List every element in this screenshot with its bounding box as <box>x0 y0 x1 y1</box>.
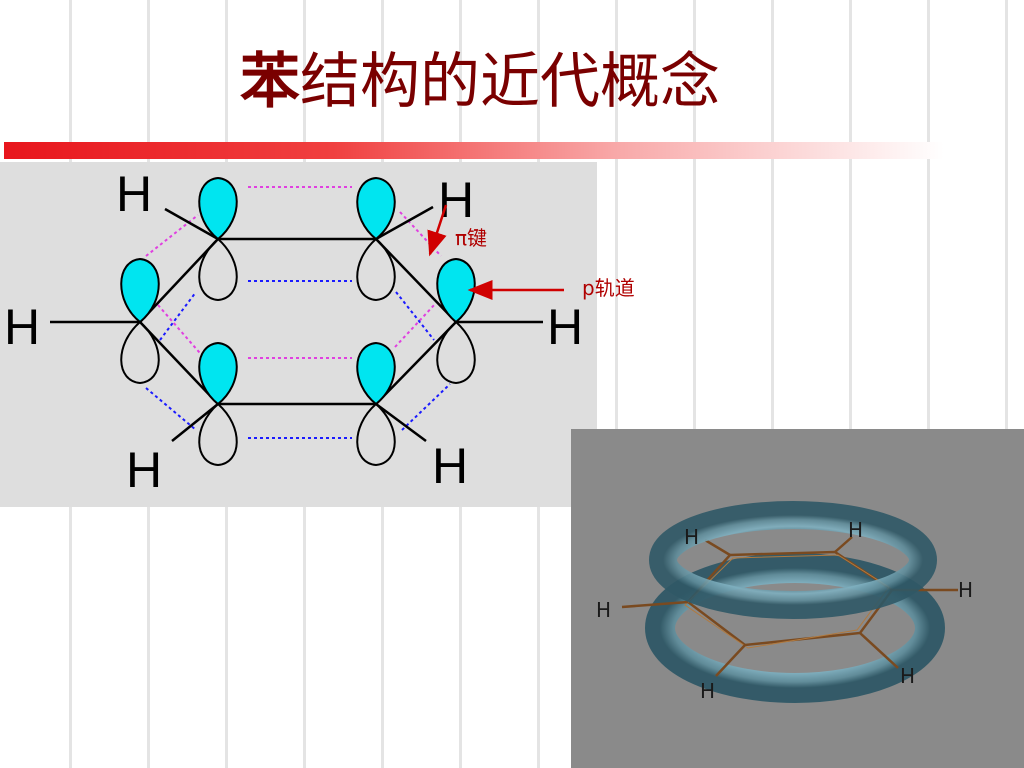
h-label-bottom-left: H <box>126 442 162 498</box>
h-label-left: H <box>4 299 40 355</box>
title-underline-bar <box>4 142 944 159</box>
orbital-diagram-panel <box>0 162 597 507</box>
p-orbital-top-left <box>198 176 238 302</box>
p-orbital-label: p轨道 <box>582 276 635 300</box>
3d-h-label-top-right: H <box>848 518 863 542</box>
h-label-top-left: H <box>116 166 152 222</box>
h-label-bottom-right: H <box>432 438 468 494</box>
pi-ring-lines-blue <box>145 280 451 439</box>
h-label-right: H <box>547 299 583 355</box>
p-orbital-right <box>436 257 476 385</box>
p-orbital-bottom-right <box>356 341 396 467</box>
p-orbital-top-right <box>356 176 396 302</box>
p-orbital-bottom-left <box>198 341 238 467</box>
3d-h-label-bottom-left: H <box>700 679 715 703</box>
slide-title: 苯结构的近代概念 <box>0 42 960 122</box>
title-rest: 结构的近代概念 <box>300 47 720 117</box>
title-first-char: 苯 <box>240 47 300 117</box>
p-orbital-left <box>120 257 160 385</box>
3d-h-label-left: H <box>596 598 611 622</box>
pi-bond-label: π键 <box>455 226 488 250</box>
lower-pi-torus <box>645 553 945 703</box>
3d-h-label-bottom-right: H <box>900 664 915 688</box>
carbon-ring-bonds <box>621 536 958 677</box>
pi-bond-arrow <box>427 204 448 257</box>
3d-h-label-top-left: H <box>684 525 699 549</box>
pi-overlap-lines-magenta <box>145 186 442 361</box>
h-label-top-right: H <box>438 172 474 228</box>
upper-pi-torus <box>649 501 937 619</box>
3d-h-label-right: H <box>958 578 973 602</box>
